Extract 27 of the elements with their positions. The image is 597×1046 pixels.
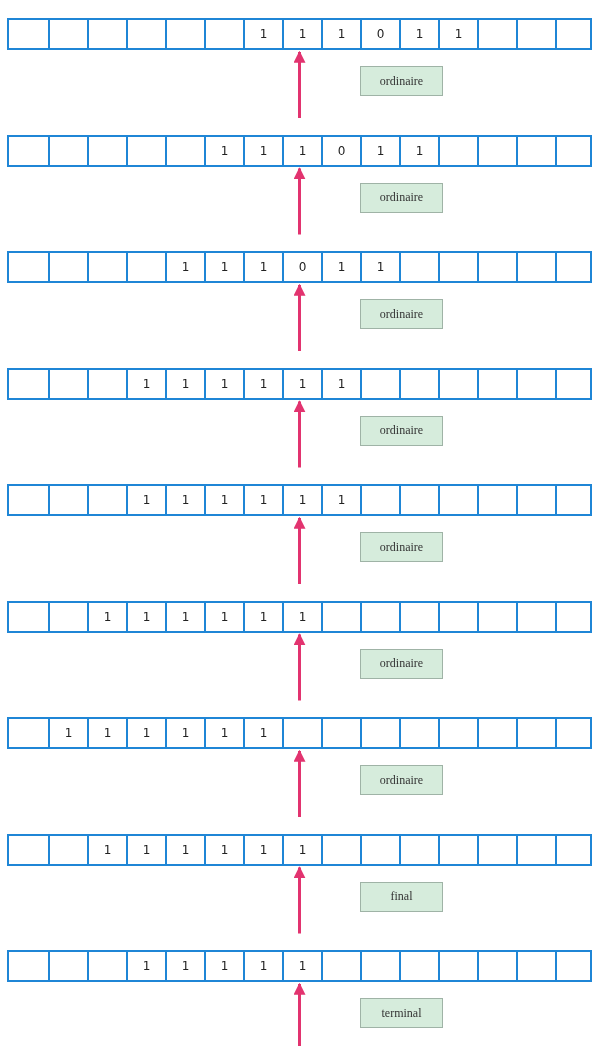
state-label: ordinaire <box>360 66 443 96</box>
arrow <box>293 283 306 351</box>
state-label: terminal <box>360 998 443 1028</box>
arrow <box>293 982 306 1046</box>
tape-strip <box>7 251 592 283</box>
state-label: ordinaire <box>360 182 443 213</box>
arrow <box>293 633 306 701</box>
arrow <box>293 749 306 817</box>
tape-strip <box>7 833 592 866</box>
state-label: ordinaire <box>360 415 443 446</box>
state-label: final <box>360 881 443 912</box>
arrow <box>293 400 306 468</box>
arrow <box>293 167 306 235</box>
arrow <box>293 516 306 584</box>
state-label: ordinaire <box>360 648 443 679</box>
tape-strip <box>7 717 592 749</box>
arrow <box>293 50 306 118</box>
tape-strip <box>7 950 592 982</box>
state-label: ordinaire <box>360 299 443 329</box>
state-label: ordinaire <box>360 532 443 562</box>
tape-strip <box>7 600 592 633</box>
tape-strip <box>7 484 592 516</box>
arrow <box>293 866 306 934</box>
tape-strip <box>7 367 592 400</box>
state-label: ordinaire <box>360 765 443 795</box>
tape-strip <box>7 134 592 167</box>
tape-strip <box>7 18 592 50</box>
